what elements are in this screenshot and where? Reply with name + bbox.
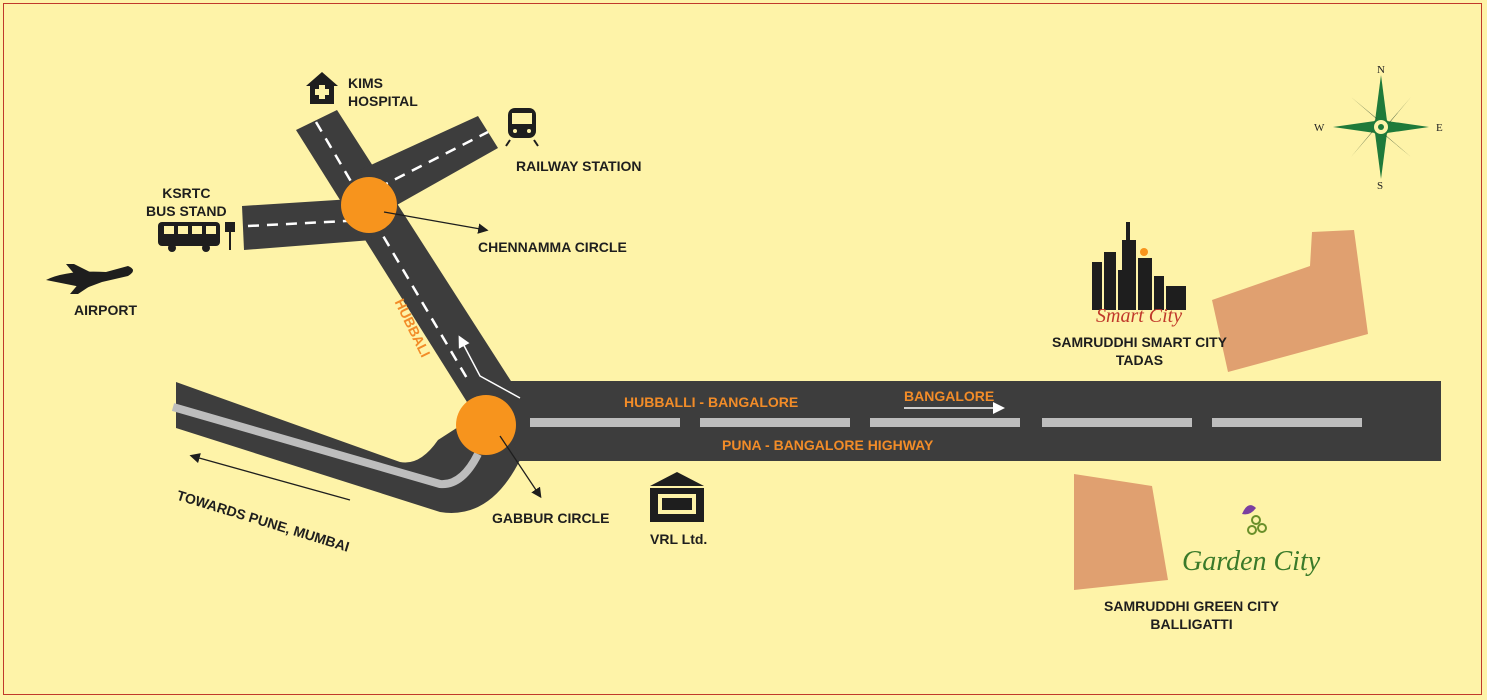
gabbur-circle-marker[interactable] <box>456 395 516 455</box>
compass-north: N <box>1377 64 1385 76</box>
rail-lane <box>377 130 489 190</box>
hubbali-lane <box>314 121 470 381</box>
garden-city-logo: Garden City <box>1182 505 1321 577</box>
bus-icon <box>158 222 235 252</box>
garden-city-logo-text: Garden City <box>1182 546 1321 577</box>
highway-label: PUNA - BANGALORE HIGHWAY <box>722 437 934 453</box>
smart-city-logo: Smart City <box>1092 222 1186 327</box>
smart-city-plot[interactable] <box>1212 230 1368 372</box>
chennamma-circle-marker[interactable] <box>341 177 397 233</box>
building-icon <box>650 472 704 522</box>
compass-rose-icon <box>1333 75 1429 179</box>
hubbali-direction-arrow <box>458 335 521 399</box>
airport-label: AIRPORT <box>74 302 137 318</box>
gabbur-pointer <box>499 435 542 499</box>
railway-road <box>360 116 498 210</box>
chennamma-pointer <box>383 211 489 234</box>
compass-south: S <box>1377 180 1384 192</box>
train-icon <box>505 108 539 147</box>
compass-west: W <box>1314 122 1325 134</box>
highway-lane-marks <box>530 418 1362 427</box>
pune-road-stripe <box>171 403 482 489</box>
smart-city-logo-text: Smart City <box>1096 305 1182 327</box>
ksrtc-bus-stand-label: KSRTC BUS STAND <box>146 185 227 219</box>
kims-hospital-label: KIMS HOSPITAL <box>348 75 418 109</box>
green-city-plot[interactable] <box>1074 474 1168 590</box>
pune-pointer <box>189 453 351 501</box>
hospital-icon <box>306 72 338 104</box>
hubballi-bangalore-label: HUBBALLI - BANGALORE <box>624 394 799 410</box>
gabbur-circle-label: GABBUR CIRCLE <box>492 510 610 526</box>
bangalore-label: BANGALORE <box>904 388 995 404</box>
compass-east: E <box>1436 122 1443 134</box>
railway-station-label: RAILWAY STATION <box>516 158 642 174</box>
vrl-label: VRL Ltd. <box>650 531 708 547</box>
smart-city-label: SAMRUDDHI SMART CITY TADAS <box>1052 334 1227 368</box>
green-city-label: SAMRUDDHI GREEN CITY BALLIGATTI <box>1104 598 1280 632</box>
airplane-icon <box>46 264 133 294</box>
chennamma-circle-label: CHENNAMMA CIRCLE <box>478 239 627 255</box>
